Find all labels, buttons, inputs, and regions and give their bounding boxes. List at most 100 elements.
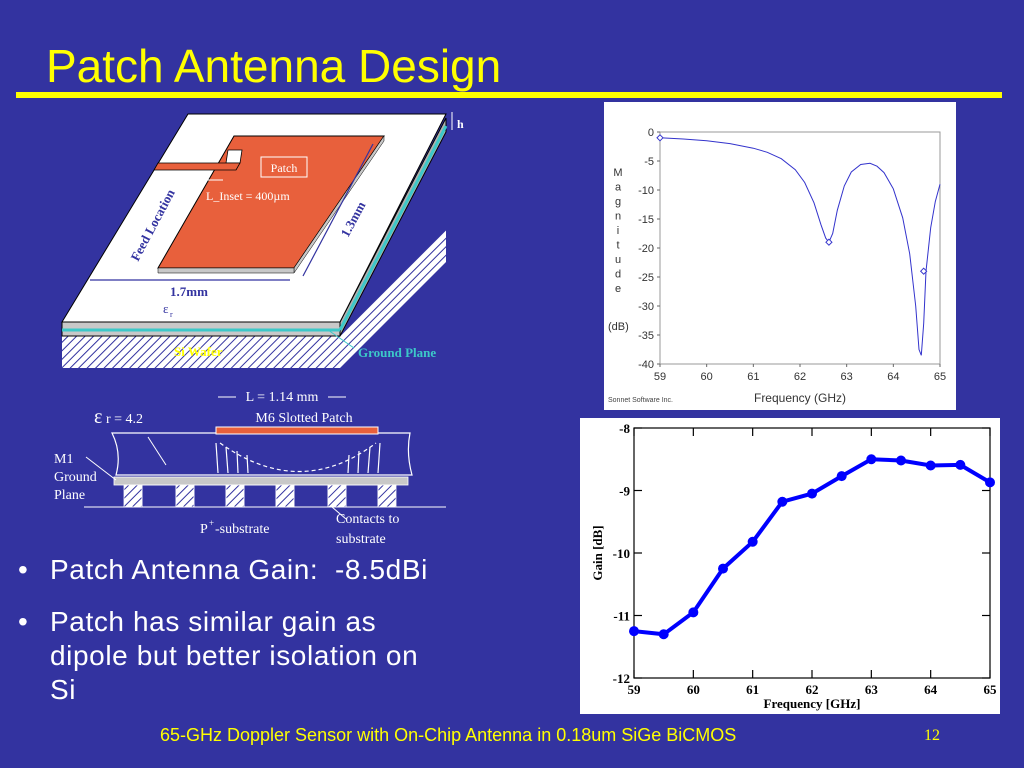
width-label: 1.7mm <box>170 284 208 299</box>
cross-section-diagram: L = 1.14 mm M6 Slotted Patch ε r = 4.2 M… <box>54 390 446 547</box>
contacts-label-line1: Contacts to <box>336 512 399 527</box>
ground-plane-pointer <box>327 329 355 349</box>
substrate-label-plus: + <box>209 518 214 528</box>
y-axis-label-letter: M <box>613 167 622 179</box>
gain-data-point <box>896 455 906 466</box>
ground-plane-line-side <box>338 125 448 331</box>
substrate-contacts <box>123 484 397 508</box>
si-wafer-side <box>340 230 446 368</box>
x-axis-label: Frequency [GHz] <box>764 696 861 711</box>
x-tick-label: 63 <box>865 682 879 697</box>
credit-label: Sonnet Software Inc. <box>608 397 673 404</box>
m1-pointer <box>85 456 117 481</box>
gain-data-point <box>866 454 877 465</box>
slotted-patch-label: M6 Slotted Patch <box>255 411 352 426</box>
inset-label: L_Inset = 400µm <box>206 189 290 203</box>
y-axis-label-letter: d <box>615 269 621 281</box>
x-tick-label: 64 <box>887 371 899 383</box>
gain-data-point <box>688 607 699 618</box>
y-tick-label: -10 <box>638 185 654 197</box>
length-dimension-line <box>302 143 374 277</box>
substrate-label-p: P <box>200 522 208 537</box>
x-tick-label: 60 <box>687 682 700 697</box>
m1-label-line3: Plane <box>54 488 85 503</box>
m1-label-line2: Ground <box>54 470 97 485</box>
gain-data-point <box>658 629 669 640</box>
si-wafer-front <box>62 336 340 368</box>
feed-line <box>153 162 241 171</box>
y-tick-label: -35 <box>638 330 654 342</box>
x-tick-label: 62 <box>806 682 819 697</box>
x-tick-label: 65 <box>934 371 946 383</box>
y-axis-label: Gain [dB] <box>590 525 605 580</box>
patch-label: Patch <box>271 161 298 175</box>
h-label: h <box>457 117 464 131</box>
bullet-dot: • <box>18 554 29 585</box>
y-tick-label: -8 <box>619 421 630 436</box>
gain-data-point <box>777 496 788 507</box>
s11-marker <box>919 267 928 275</box>
epsilon-subscript: r <box>170 310 173 319</box>
inset-notch <box>225 149 243 164</box>
m6-patch <box>215 426 379 435</box>
patch-label-box <box>260 156 308 178</box>
s11-series-line <box>659 137 941 356</box>
gain-data-point <box>955 459 966 470</box>
epsilon-label: ε <box>163 301 169 316</box>
gain-data-point <box>718 563 728 574</box>
bullet-2: • Patch has similar gain as dipole but b… <box>18 605 568 715</box>
y-axis-label-letter: a <box>615 182 622 194</box>
x-axis-label: Frequency (GHz) <box>754 391 846 405</box>
footer-text: 65-GHz Doppler Sensor with On-Chip Anten… <box>160 725 737 745</box>
y-tick-label: -30 <box>638 301 654 313</box>
gain-data-point <box>807 488 817 499</box>
x-tick-label: 59 <box>628 682 642 697</box>
er-value: r = 4.2 <box>106 412 143 427</box>
x-tick-label: 65 <box>984 682 998 697</box>
x-tick-label: 59 <box>654 371 666 383</box>
gain-data-point <box>836 471 847 482</box>
page-number: 12 <box>924 727 940 744</box>
x-tick-label: 60 <box>701 371 713 383</box>
er-symbol: ε <box>94 406 102 428</box>
y-tick-label: -40 <box>638 359 654 371</box>
gain-data-point <box>985 477 995 488</box>
x-tick-label: 61 <box>746 682 759 697</box>
substrate-label-rest: -substrate <box>215 522 269 537</box>
y-axis-label-letter: u <box>615 254 621 266</box>
x-tick-label: 62 <box>794 371 806 383</box>
x-tick-label: 61 <box>747 371 759 383</box>
dielectric-layer <box>111 432 413 476</box>
m1-ground-plane <box>113 476 409 486</box>
bullet-dot: • <box>18 606 29 637</box>
ground-plane-label: Ground Plane <box>358 345 436 360</box>
title-underline <box>16 92 1002 98</box>
bullet-1-text: Patch Antenna Gain: -8.5dBi <box>50 554 428 585</box>
y-tick-label: 0 <box>648 127 654 139</box>
bullet-1: • Patch Antenna Gain: -8.5dBi <box>18 553 568 593</box>
field-arrows <box>215 442 381 474</box>
si-wafer-label: Si Wafer <box>174 344 223 359</box>
field-line-curve <box>219 442 377 473</box>
er-pointer <box>147 436 167 466</box>
y-tick-label: -9 <box>619 484 630 499</box>
gain-data-point <box>925 460 936 471</box>
y-axis-label-letter: g <box>615 196 621 208</box>
y-axis-label-letter: n <box>615 211 621 223</box>
y-axis-label-letter: e <box>615 283 621 295</box>
patch-front-edge <box>157 267 295 274</box>
y-tick-label: -11 <box>613 609 630 624</box>
contacts-label-line2: substrate <box>336 532 386 547</box>
y-tick-label: -25 <box>638 272 654 284</box>
slide-title: Patch Antenna Design <box>46 40 502 92</box>
s11-marker <box>656 134 664 142</box>
y-tick-label: -12 <box>613 671 630 686</box>
bullet-2-text: Patch has similar gain as dipole but bet… <box>50 606 419 705</box>
y-tick-label: -15 <box>638 214 654 226</box>
antenna-3d-diagram: Patch L_Inset = 400µm Feed Location 1.3m… <box>61 112 464 368</box>
y-tick-label: -5 <box>644 156 654 168</box>
y-unit-label: (dB) <box>608 321 629 333</box>
gain-data-point <box>747 536 758 547</box>
